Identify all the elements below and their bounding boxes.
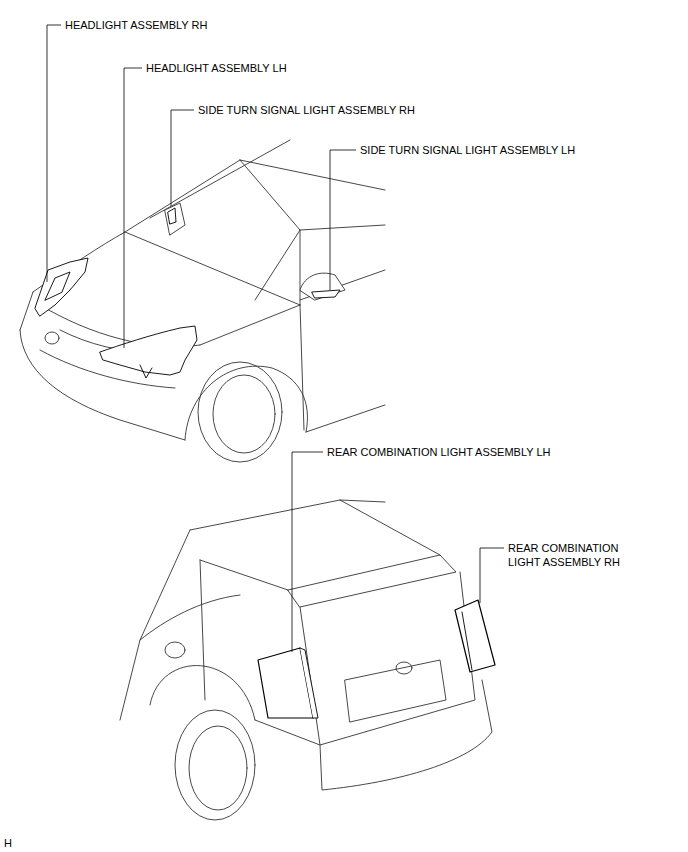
figure-code: H [4, 836, 12, 850]
part-label: REAR COMBINATION LIGHT ASSEMBLY RH [508, 541, 640, 569]
part-label: SIDE TURN SIGNAL LIGHT ASSEMBLY LH [360, 143, 575, 157]
part-label: REAR COMBINATION LIGHT ASSEMBLY LH [327, 445, 551, 459]
part-label: HEADLIGHT ASSEMBLY LH [146, 61, 287, 75]
part-label: HEADLIGHT ASSEMBLY RH [65, 18, 207, 32]
part-label: SIDE TURN SIGNAL LIGHT ASSEMBLY RH [198, 103, 415, 117]
